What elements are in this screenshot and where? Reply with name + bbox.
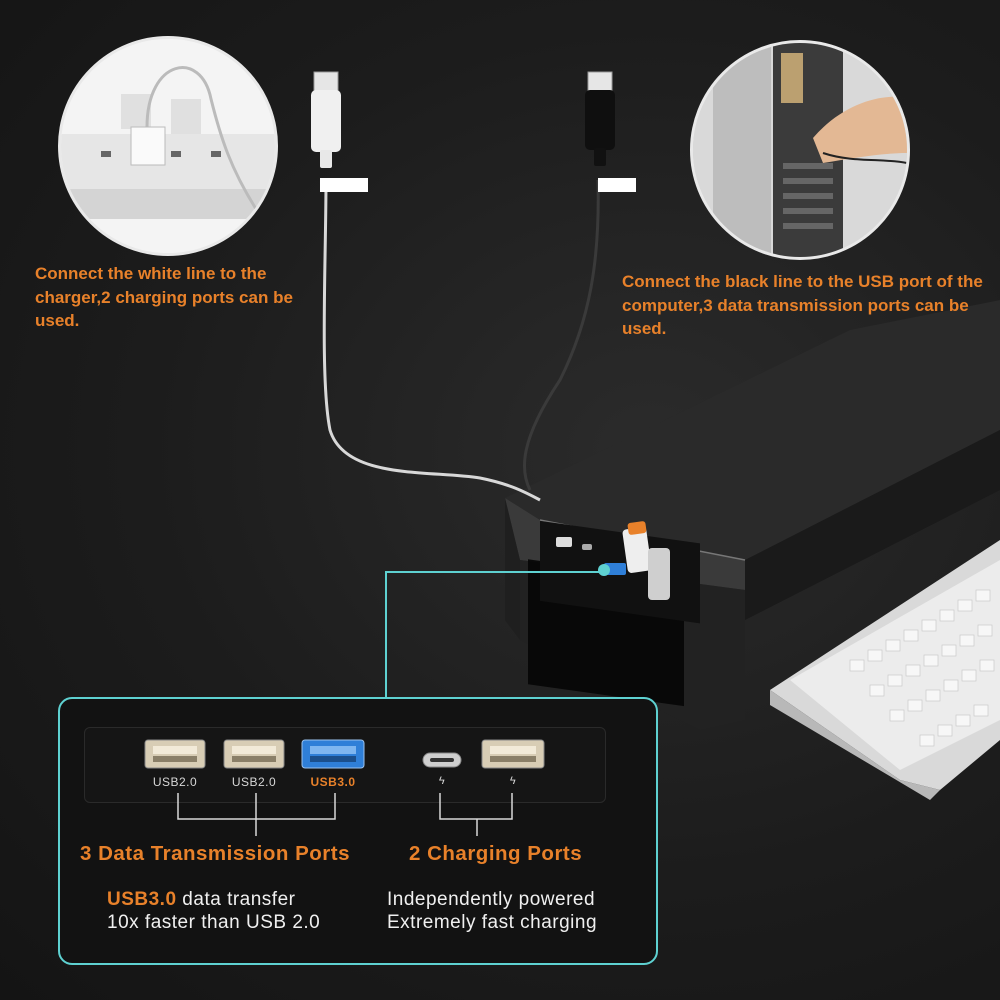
usb3-port bbox=[301, 739, 365, 769]
data-ports-heading: 3 Data Transmission Ports bbox=[80, 842, 350, 865]
pointer-line bbox=[385, 564, 610, 700]
ports-info-panel: USB2.0 USB2.0 USB3.0 ϟ ϟ 3 Data Transmis… bbox=[58, 697, 658, 965]
usb3-port-label: USB3.0 bbox=[310, 775, 356, 789]
usb-a-bolt-icon: ϟ bbox=[509, 775, 517, 787]
group-brackets bbox=[177, 793, 513, 836]
white-line-instruction: Connect the white line to the charger,2 … bbox=[35, 264, 293, 330]
usb3-highlight: USB3.0 bbox=[107, 889, 177, 910]
charging-ports-heading: 2 Charging Ports bbox=[409, 842, 583, 865]
usb-c-port bbox=[422, 752, 462, 768]
usb2-port-2-label: USB2.0 bbox=[231, 775, 277, 789]
charging-desc-line2: Extremely fast charging bbox=[387, 912, 598, 933]
usb2-port-2 bbox=[223, 739, 285, 769]
usb2-port-1 bbox=[144, 739, 206, 769]
data-desc-line2: 10x faster than USB 2.0 bbox=[107, 912, 321, 933]
usb-charging-port bbox=[481, 739, 545, 769]
monitor-stand bbox=[505, 300, 1000, 730]
data-ports-description: USB3.0 data transfer 10x faster than USB… bbox=[107, 888, 320, 934]
data-desc-rest: data transfer bbox=[176, 889, 296, 910]
white-usb-cable bbox=[311, 71, 541, 502]
charger-photo bbox=[58, 36, 278, 256]
usb-c-bolt-icon: ϟ bbox=[438, 775, 446, 787]
charging-desc-line1: Independently powered bbox=[387, 889, 596, 910]
black-line-instruction: Connect the black line to the USB port o… bbox=[622, 272, 983, 338]
keyboard bbox=[770, 540, 1000, 800]
usb2-port-1-label: USB2.0 bbox=[152, 775, 198, 789]
black-usb-cable bbox=[522, 71, 636, 491]
computer-tower-photo bbox=[690, 40, 910, 260]
charging-ports-description: Independently powered Extremely fast cha… bbox=[387, 888, 597, 934]
